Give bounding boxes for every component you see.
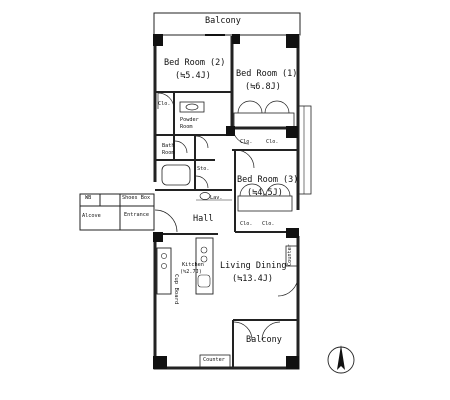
closet-label-5: Clo. bbox=[262, 221, 275, 227]
closet-label-2: Clo. bbox=[240, 139, 253, 145]
interior-walls bbox=[155, 91, 298, 368]
hall-label: Hall bbox=[193, 214, 214, 224]
counter-right-label: Counter bbox=[287, 244, 293, 266]
bedroom2-label: Bed Room (2) bbox=[164, 58, 226, 68]
bedroom3-size: (≒4.5J) bbox=[247, 188, 283, 198]
washbasin-label: WB bbox=[85, 195, 92, 201]
bath-room-label: Bath Room bbox=[162, 143, 175, 157]
closet-label-3: Clo. bbox=[266, 139, 279, 145]
alcove-label: Alcove bbox=[82, 213, 101, 219]
north-arrow bbox=[327, 345, 355, 374]
closet-label-4: Clo. bbox=[240, 221, 253, 227]
structural-columns bbox=[153, 34, 299, 369]
balcony-top-label: Balcony bbox=[205, 16, 241, 26]
lavatory-label: Lav. bbox=[210, 195, 223, 201]
living-dining-size: (≒13.4J) bbox=[232, 274, 273, 284]
bedroom3-label: Bed Room (3) bbox=[237, 175, 299, 185]
bedroom2-size: (≒5.4J) bbox=[175, 71, 211, 81]
entrance-label: Entrance bbox=[124, 212, 149, 218]
storage-label: Sto. bbox=[197, 166, 210, 172]
bedroom1-size: (≒6.8J) bbox=[245, 82, 281, 92]
shoes-box-label: Shoes Box bbox=[122, 195, 151, 201]
entrance-outline bbox=[79, 193, 155, 231]
closet-label-1: Clo. bbox=[158, 101, 171, 107]
kitchen-size: (≒2.7J) bbox=[180, 269, 202, 275]
powder-room-label: Powder Room bbox=[180, 117, 199, 130]
kitchen-label: Kitchen bbox=[182, 262, 204, 268]
balcony-bottom-label: Balcony bbox=[246, 335, 282, 345]
door-swings bbox=[154, 92, 299, 341]
cup-board-label: Cup Board bbox=[173, 274, 179, 305]
bedroom1-label: Bed Room (1) bbox=[236, 69, 298, 79]
counter-bottom-label: Counter bbox=[203, 357, 225, 363]
living-dining-label: Living Dining bbox=[220, 261, 287, 271]
